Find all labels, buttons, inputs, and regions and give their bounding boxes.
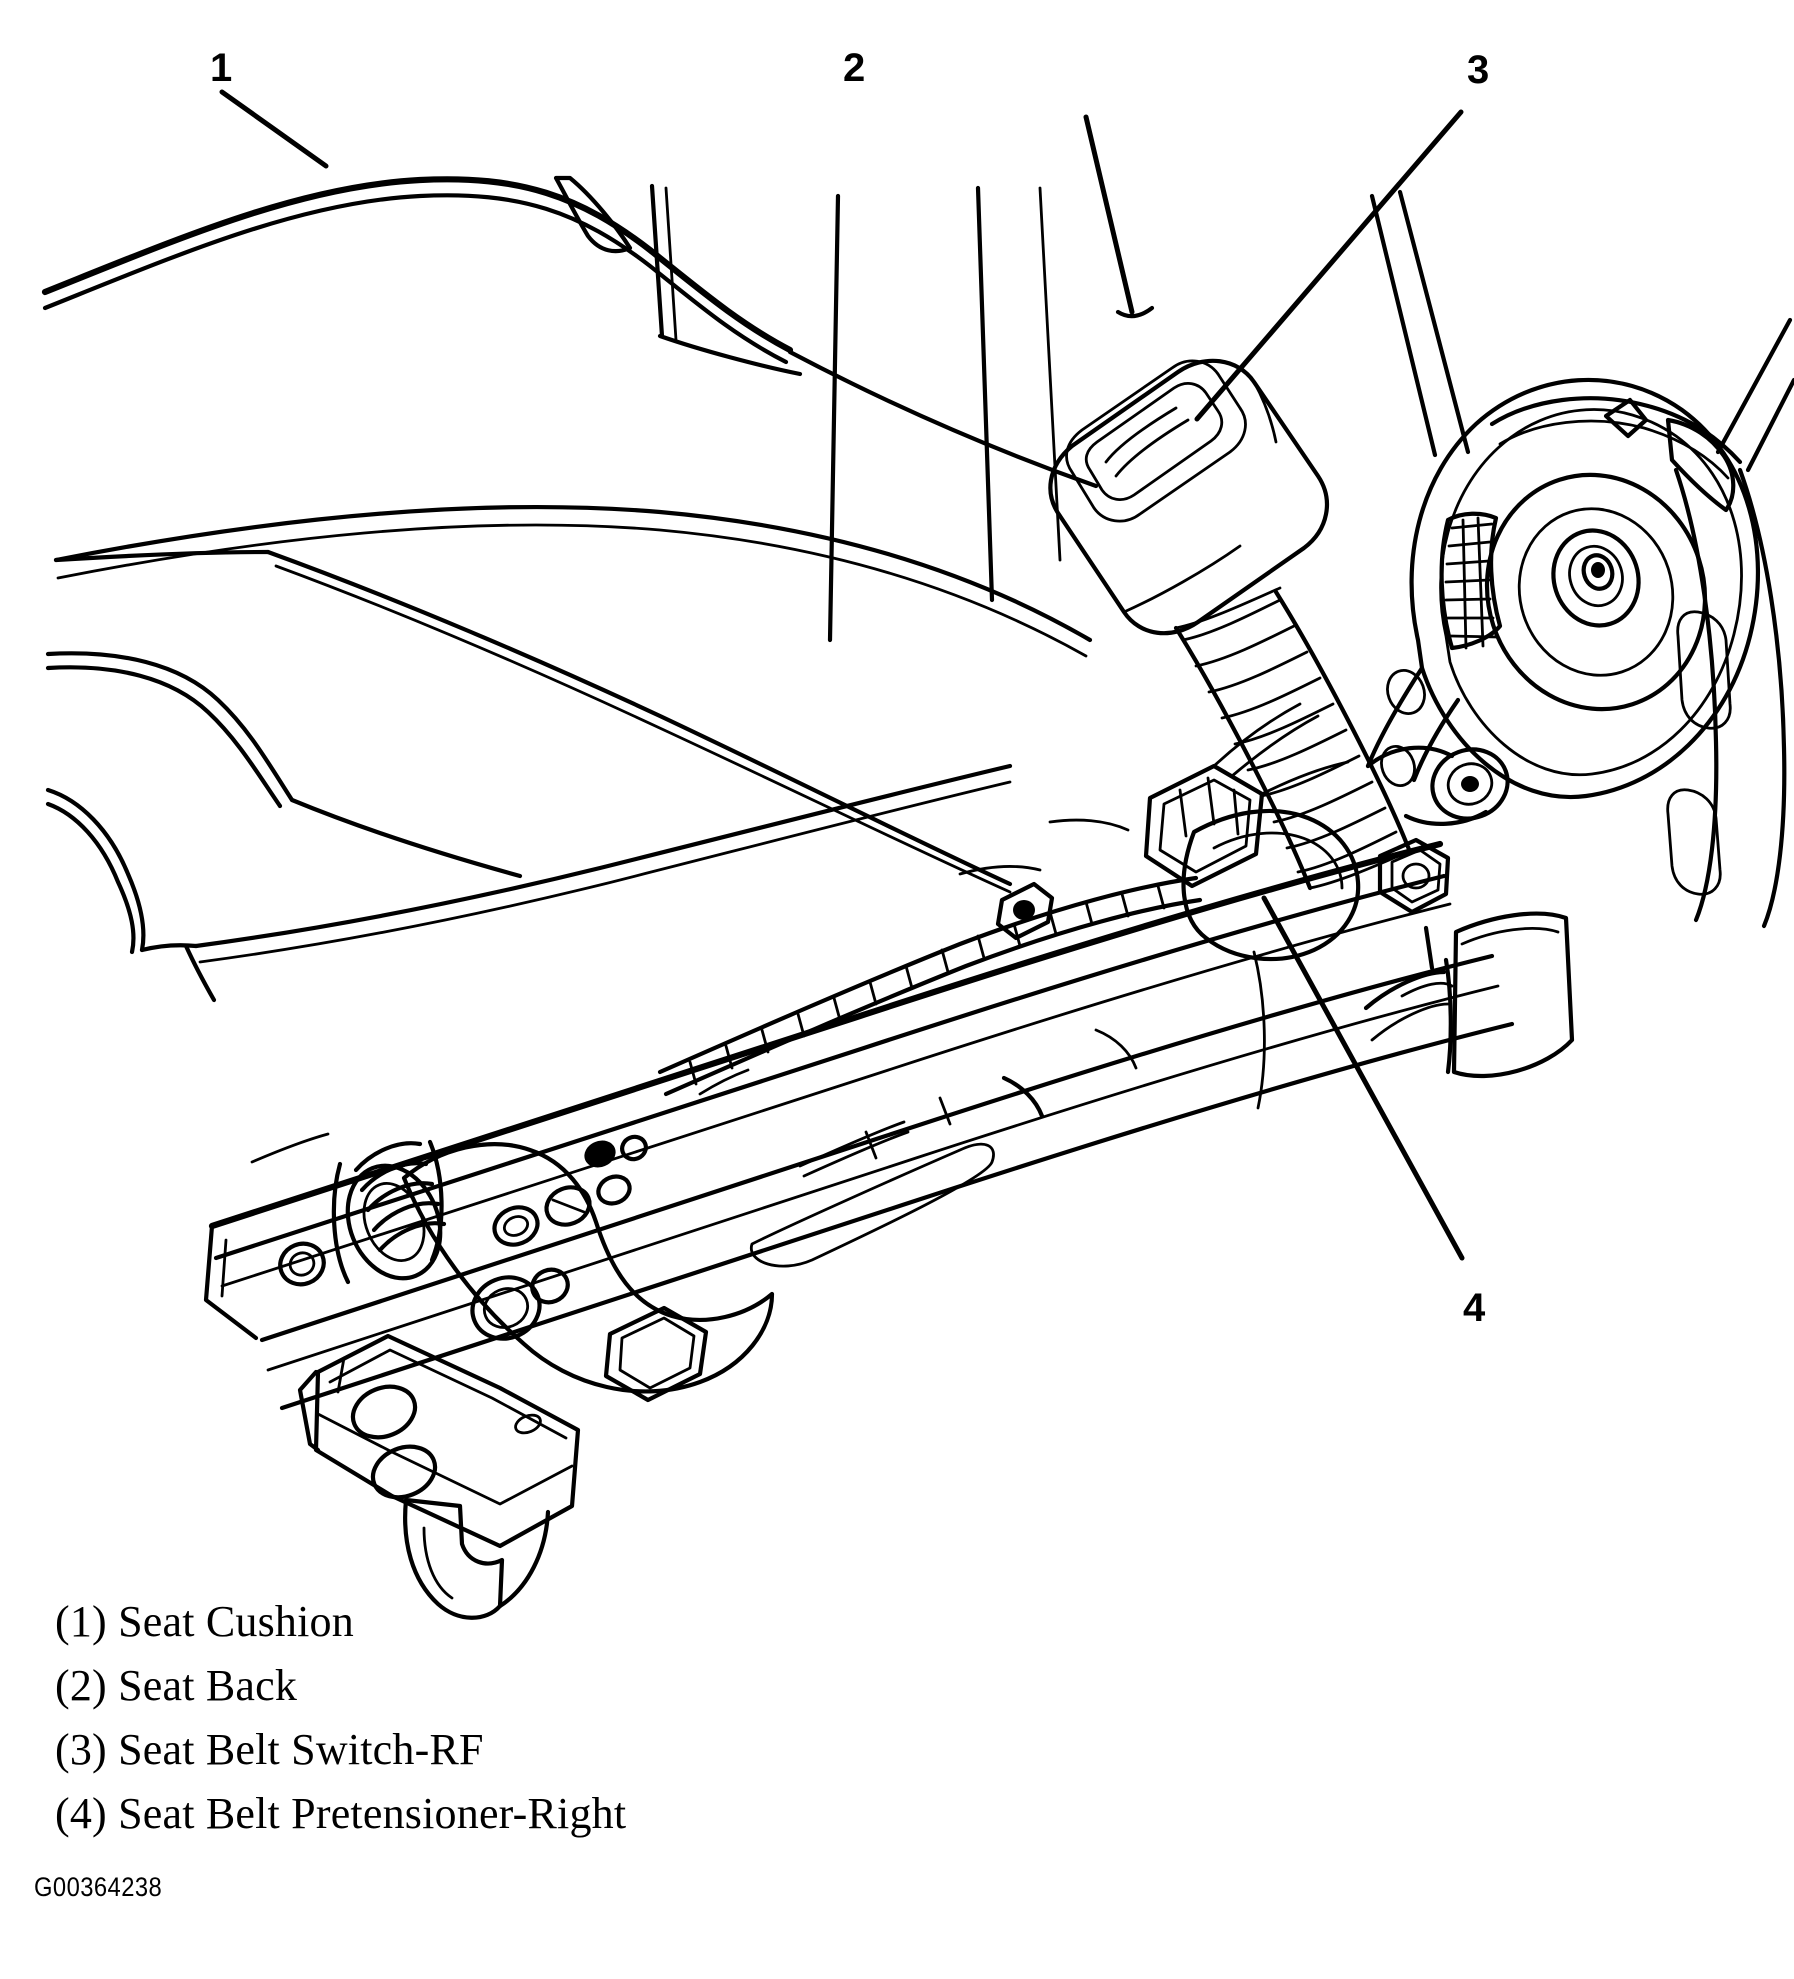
callout-leader-4: [1261, 895, 1465, 1261]
recliner-mechanism: [1365, 317, 1794, 929]
legend-item-2: (2) Seat Back: [55, 1661, 298, 1710]
figure-id-code: G00364238: [34, 1872, 163, 1902]
callout-leader-2: [1083, 114, 1155, 319]
wiring-harness: [657, 702, 1350, 1110]
buckle-boot: [1173, 586, 1414, 891]
callout-leader-3: [1194, 109, 1464, 422]
callout-number-2: 2: [843, 46, 866, 90]
front-track-mount: [297, 1333, 581, 1620]
callout-number-4: 4: [1463, 1286, 1486, 1330]
misc-detail-lines: [250, 818, 1138, 1164]
legend-item-1: (1) Seat Cushion: [55, 1597, 354, 1646]
seat-track-rails: [203, 840, 1515, 1411]
callout-number-3: 3: [1467, 48, 1490, 92]
legend: (1) Seat Cushion (2) Seat Back (3) Seat …: [55, 1590, 955, 1846]
rear-track-mount: [1363, 911, 1575, 1079]
callout-leader-1: [219, 89, 329, 169]
seat-back: [41, 175, 1471, 643]
legend-item-3: (3) Seat Belt Switch-RF: [55, 1725, 484, 1774]
callout-number-1: 1: [210, 46, 233, 90]
seat-belt-buckle: [1048, 358, 1329, 636]
seat-cushion: [45, 504, 1093, 1003]
legend-item-4: (4) Seat Belt Pretensioner-Right: [55, 1789, 627, 1838]
